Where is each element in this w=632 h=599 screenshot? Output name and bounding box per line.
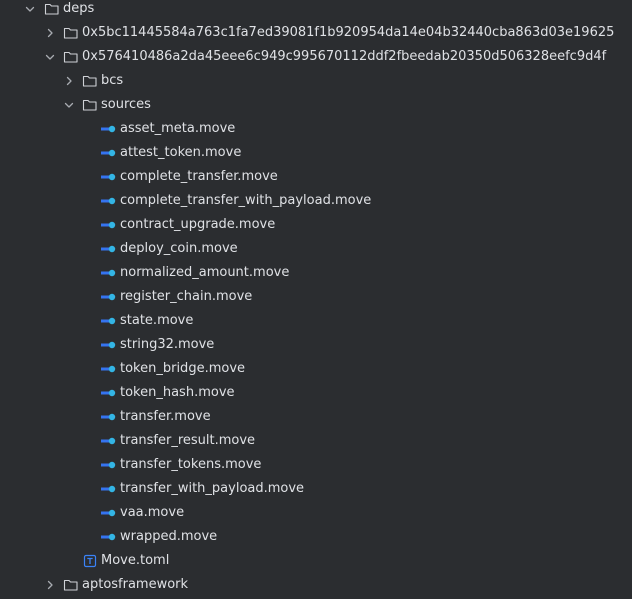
move-file-icon: [101, 341, 116, 349]
move-file-icon: [101, 149, 116, 157]
folder-icon: [63, 27, 78, 39]
tree-item-label: token_hash.move: [120, 385, 235, 400]
tree-item-label: state.move: [120, 313, 194, 328]
tree-item-label: complete_transfer_with_payload.move: [120, 193, 372, 208]
tree-item-file[interactable]: vaa.move: [0, 501, 632, 525]
toml-file-icon: [83, 554, 97, 568]
move-file-icon: [101, 245, 116, 253]
move-file-icon: [101, 509, 116, 517]
move-file-icon: [101, 125, 116, 133]
tree-item-bcs[interactable]: bcs: [0, 69, 632, 93]
chevron-right-icon[interactable]: [63, 75, 75, 87]
tree-item-file[interactable]: token_hash.move: [0, 381, 632, 405]
move-file-icon: [101, 485, 116, 493]
tree-item-deps[interactable]: deps: [0, 0, 632, 21]
tree-item-file[interactable]: normalized_amount.move: [0, 261, 632, 285]
chevron-right-icon[interactable]: [44, 579, 56, 591]
move-file-icon: [101, 197, 116, 205]
tree-item-file[interactable]: transfer_with_payload.move: [0, 477, 632, 501]
folder-icon: [44, 3, 59, 15]
chevron-down-icon[interactable]: [24, 3, 36, 15]
move-file-icon: [101, 317, 116, 325]
tree-item-file[interactable]: token_bridge.move: [0, 357, 632, 381]
tree-item-label: deps: [63, 1, 95, 16]
tree-item-label: transfer_result.move: [120, 433, 256, 448]
tree-item-file[interactable]: state.move: [0, 309, 632, 333]
tree-item-label: asset_meta.move: [120, 121, 236, 136]
chevron-down-icon[interactable]: [63, 99, 75, 111]
tree-item-file[interactable]: transfer_result.move: [0, 429, 632, 453]
tree-item-file[interactable]: transfer_tokens.move: [0, 453, 632, 477]
tree-item-file[interactable]: transfer.move: [0, 405, 632, 429]
tree-item-file[interactable]: contract_upgrade.move: [0, 213, 632, 237]
tree-item-label: wrapped.move: [120, 529, 218, 544]
folder-icon: [63, 579, 78, 591]
tree-item-label: transfer_with_payload.move: [120, 481, 305, 496]
tree-item-file[interactable]: complete_transfer_with_payload.move: [0, 189, 632, 213]
move-file-icon: [101, 269, 116, 277]
tree-item-label: attest_token.move: [120, 145, 242, 160]
tree-item-label: 0x5bc11445584a763c1fa7ed39081f1b920954da…: [82, 25, 615, 40]
tree-item-label: string32.move: [120, 337, 215, 352]
move-file-icon: [101, 437, 116, 445]
tree-item-file[interactable]: wrapped.move: [0, 525, 632, 549]
move-file-icon: [101, 413, 116, 421]
tree-item-label: contract_upgrade.move: [120, 217, 276, 232]
tree-item-label: Move.toml: [101, 553, 170, 568]
move-file-icon: [101, 221, 116, 229]
folder-icon: [82, 75, 97, 87]
move-file-icon: [101, 461, 116, 469]
folder-icon: [63, 51, 78, 63]
tree-item-label: 0x576410486a2da45eee6c949c995670112ddf2f…: [82, 49, 607, 64]
tree-item-move-toml[interactable]: Move.toml: [0, 549, 632, 573]
tree-item-label: transfer.move: [120, 409, 211, 424]
tree-item-label: bcs: [101, 73, 124, 88]
move-file-icon: [101, 389, 116, 397]
chevron-right-icon[interactable]: [44, 27, 56, 39]
move-file-icon: [101, 365, 116, 373]
tree-item-aptosframework[interactable]: aptosframework: [0, 573, 632, 597]
tree-item-label: complete_transfer.move: [120, 169, 278, 184]
tree-item-file[interactable]: complete_transfer.move: [0, 165, 632, 189]
move-file-icon: [101, 533, 116, 541]
tree-item-file[interactable]: deploy_coin.move: [0, 237, 632, 261]
tree-item-label: sources: [101, 97, 151, 112]
tree-item-label: token_bridge.move: [120, 361, 246, 376]
tree-item-file[interactable]: asset_meta.move: [0, 117, 632, 141]
folder-icon: [82, 99, 97, 111]
tree-item-label: transfer_tokens.move: [120, 457, 262, 472]
tree-item-package-2[interactable]: 0x576410486a2da45eee6c949c995670112ddf2f…: [0, 45, 632, 69]
tree-item-package-1[interactable]: 0x5bc11445584a763c1fa7ed39081f1b920954da…: [0, 21, 632, 45]
tree-item-file[interactable]: string32.move: [0, 333, 632, 357]
tree-item-label: deploy_coin.move: [120, 241, 238, 256]
tree-item-label: aptosframework: [82, 577, 189, 592]
tree-item-file[interactable]: register_chain.move: [0, 285, 632, 309]
tree-item-label: vaa.move: [120, 505, 185, 520]
move-file-icon: [101, 293, 116, 301]
tree-item-file[interactable]: attest_token.move: [0, 141, 632, 165]
tree-item-label: normalized_amount.move: [120, 265, 290, 280]
move-file-icon: [101, 173, 116, 181]
tree-item-label: register_chain.move: [120, 289, 253, 304]
chevron-down-icon[interactable]: [44, 51, 56, 63]
tree-item-sources[interactable]: sources: [0, 93, 632, 117]
